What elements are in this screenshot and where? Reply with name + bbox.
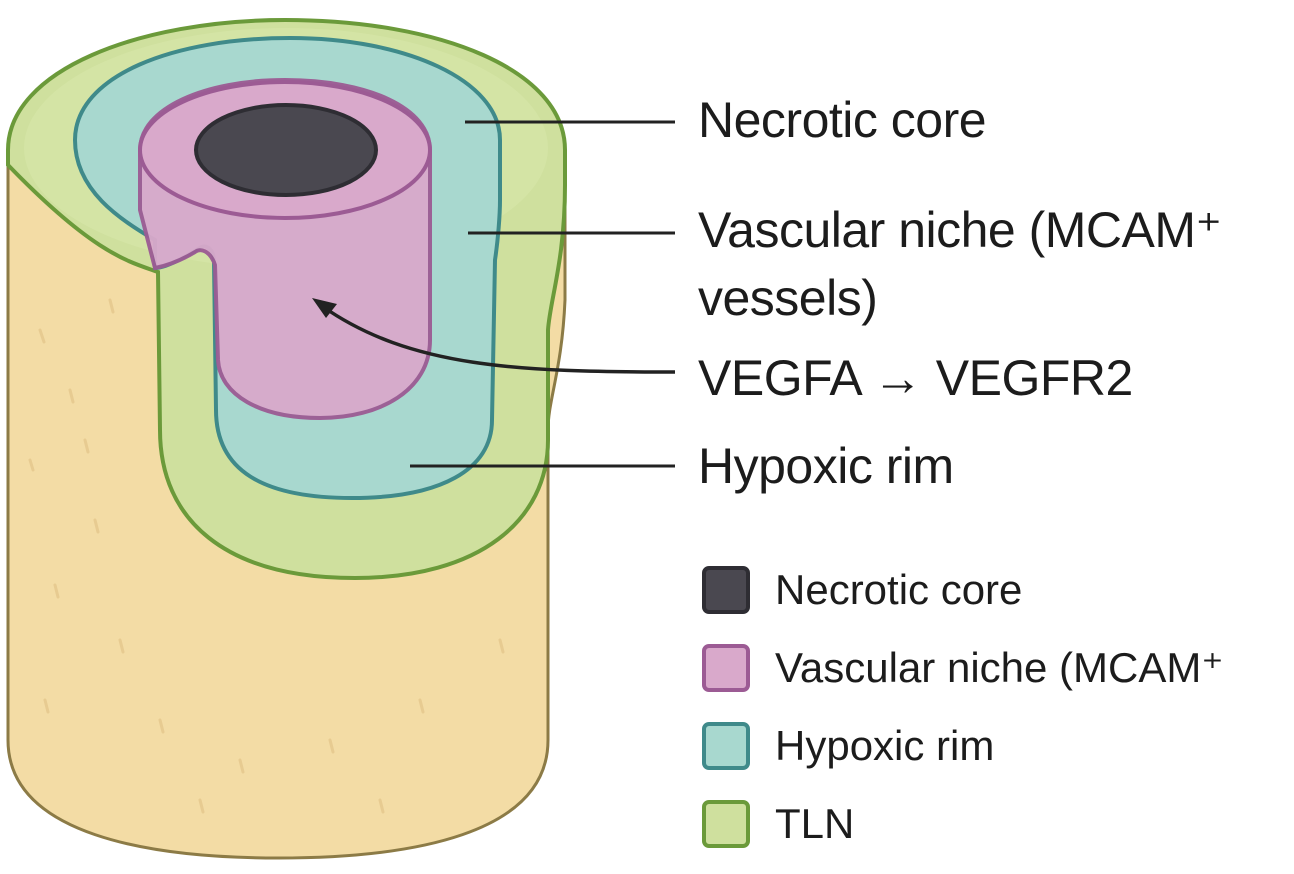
callout-vascular-niche-line2: vessels) [698, 270, 878, 326]
callout-hypoxic-rim: Hypoxic rim [698, 438, 954, 494]
legend-swatch-necrotic-core [702, 566, 750, 614]
legend-label-tln: TLN [775, 800, 855, 847]
callout-signaling: VEGFA → VEGFR2 [698, 350, 1133, 406]
signaling-arrow [320, 304, 676, 374]
callout-necrotic-core: Necrotic core [698, 92, 987, 148]
legend-swatch-vascular-niche [702, 644, 750, 692]
tissue-texture [28, 298, 505, 814]
callout-vascular-niche-line1: Vascular niche (MCAM⁺ [698, 202, 1222, 258]
signaling-arrowhead [312, 298, 337, 318]
legend-swatch-hypoxic-rim [702, 722, 750, 770]
necrotic-core-shape [194, 103, 378, 197]
legend-label-vascular-niche: Vascular niche (MCAM⁺ [775, 644, 1224, 691]
legend-label-hypoxic-rim: Hypoxic rim [775, 722, 995, 769]
legend-label-necrotic-core: Necrotic core [775, 566, 1023, 613]
legend-swatch-tln [702, 800, 750, 848]
